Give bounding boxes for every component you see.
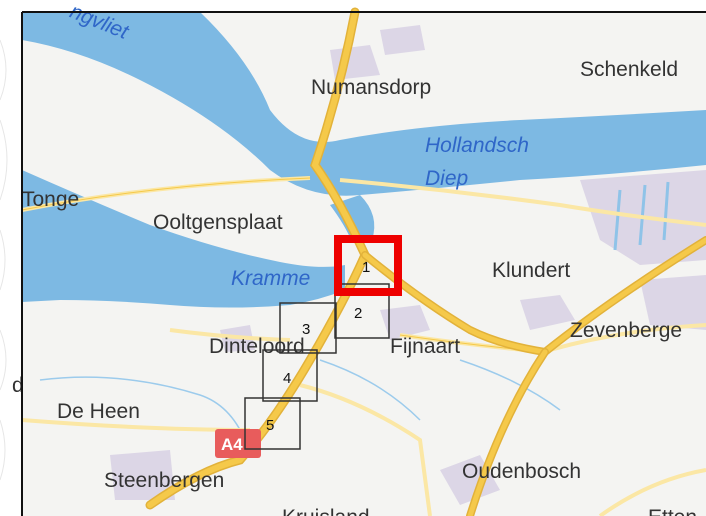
- place-label-etten: Etten: [648, 506, 697, 516]
- water-label-diep: Diep: [425, 167, 468, 190]
- tile-1-label: 1: [362, 259, 370, 276]
- place-label-kruisland: Kruisland: [282, 506, 370, 516]
- tile-5[interactable]: 5: [244, 397, 301, 450]
- tile-4-label: 4: [283, 370, 291, 387]
- place-label-klundert: Klundert: [492, 259, 570, 282]
- road-shield-a4: A4: [215, 429, 261, 458]
- place-label-tonge: Tonge: [22, 188, 79, 211]
- industrial-harbour: [613, 181, 670, 251]
- tile-2-label: 2: [354, 305, 362, 322]
- road-shield-label: A4: [221, 435, 243, 454]
- place-label-zevenbergen: Zevenberge: [570, 319, 682, 342]
- place-label-dinteloord: Dinteloord: [209, 335, 305, 358]
- map-frame-border: [21, 11, 706, 516]
- place-label-oudenbosch: Oudenbosch: [462, 460, 581, 483]
- tile-4[interactable]: 4: [262, 349, 318, 402]
- place-label-numansdorp: Numansdorp: [311, 76, 431, 99]
- tile-2[interactable]: 2: [334, 283, 390, 339]
- water-label-krammer: Kramme: [231, 267, 310, 290]
- streams: [39, 359, 561, 441]
- tile-5-label: 5: [266, 417, 274, 434]
- tile-3[interactable]: 3: [279, 302, 337, 354]
- place-label-schenkeldijk: Schenkeld: [580, 58, 678, 81]
- place-label-ooltgensplaat: Ooltgensplaat: [153, 211, 283, 234]
- place-label-fijnaart: Fijnaart: [390, 335, 460, 358]
- place-label-steenbergen: Steenbergen: [104, 469, 224, 492]
- motorways: [145, 7, 706, 516]
- water-label-hollandsch: Hollandsch: [425, 134, 529, 157]
- contour-lines: [0, 39, 8, 481]
- map-body: Numansdorp Schenkeld Tonge Ooltgensplaat…: [12, 0, 706, 516]
- place-label-de-heen: De Heen: [57, 400, 140, 423]
- place-label-left-cut: d: [12, 374, 24, 397]
- tile-grid[interactable]: 2 3 4 5 1: [244, 235, 402, 450]
- tile-3-label: 3: [302, 321, 310, 338]
- tile-1-highlighted[interactable]: 1: [334, 235, 402, 296]
